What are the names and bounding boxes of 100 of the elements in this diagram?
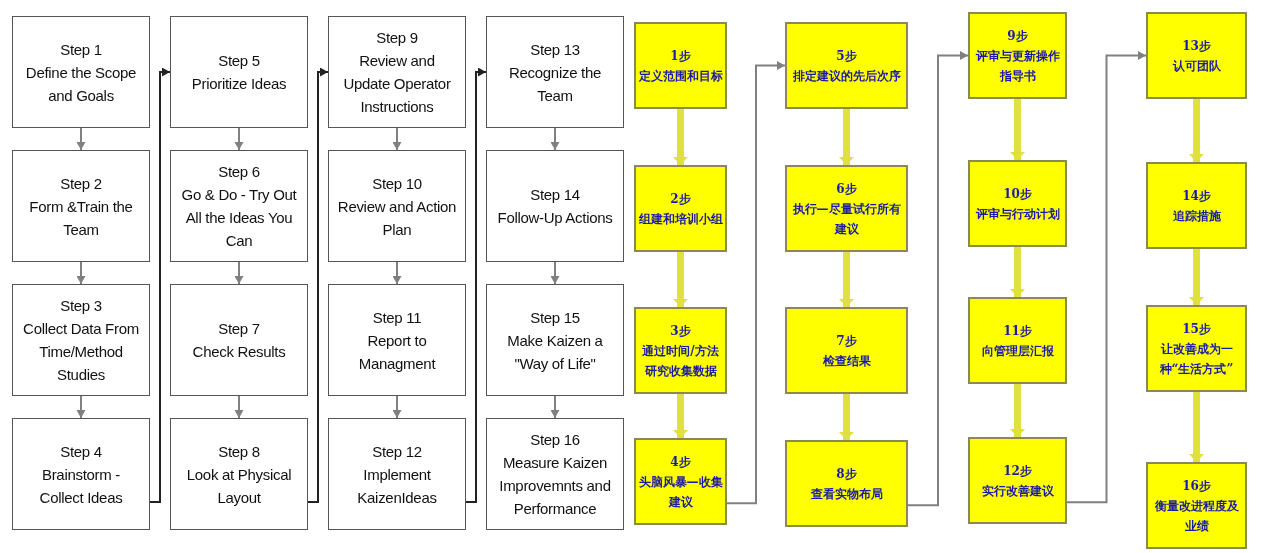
step-number: 12步 xyxy=(1003,462,1032,480)
arrow xyxy=(842,109,851,165)
arrow xyxy=(393,127,401,151)
step-description: Check Results xyxy=(192,342,286,362)
arrow xyxy=(465,68,487,503)
arrow xyxy=(235,127,243,151)
step-description: Implement KaizenIdeas xyxy=(356,464,438,508)
step-number: 6步 xyxy=(836,180,857,198)
arrow xyxy=(235,261,243,285)
step-description: 头脑风暴—收集建议 xyxy=(638,473,723,511)
process-box xyxy=(12,284,150,396)
step-number: 8步 xyxy=(836,465,857,483)
step-number: 16步 xyxy=(1182,477,1211,495)
step-description: 追踪措施 xyxy=(1172,207,1221,225)
step-description: 定义范围和目标 xyxy=(638,67,723,85)
step-description: Collect Data From Time/Method Studies xyxy=(22,319,140,385)
process-box xyxy=(785,22,908,109)
step-number: 14步 xyxy=(1182,187,1211,205)
arrow xyxy=(1192,392,1201,462)
step-description: 认可团队 xyxy=(1172,57,1221,75)
process-box xyxy=(634,165,727,252)
step-description: 通过时间/方法研究收集数据 xyxy=(641,342,720,380)
step-description: 排定建议的先后次序 xyxy=(792,67,901,85)
process-box xyxy=(634,438,727,525)
step-number: 10步 xyxy=(1003,185,1032,203)
step-number: Step 7 xyxy=(218,319,260,339)
process-box xyxy=(486,150,624,262)
step-description: 评审与行动计划 xyxy=(975,205,1060,223)
step-number: Step 1 xyxy=(60,39,102,60)
process-box xyxy=(328,16,466,128)
arrow xyxy=(907,51,969,507)
process-box xyxy=(968,160,1067,247)
step-number: 7步 xyxy=(836,332,857,350)
process-box xyxy=(328,418,466,530)
step-description: Make Kaizen a "Way of Life" xyxy=(506,330,604,374)
process-box xyxy=(1146,162,1247,249)
arrow xyxy=(307,68,329,503)
step-number: 3步 xyxy=(670,322,691,340)
step-number: 11步 xyxy=(1003,322,1032,340)
step-description: Look at Physical Layout xyxy=(185,464,293,508)
step-number: 1步 xyxy=(670,47,691,65)
arrow xyxy=(1013,247,1022,297)
process-box xyxy=(968,437,1067,524)
arrow xyxy=(676,252,685,307)
process-box xyxy=(12,418,150,530)
step-description: Measure Kaizen Improvemnts and Performance xyxy=(498,453,612,519)
process-box xyxy=(1146,12,1247,99)
process-box xyxy=(486,16,624,128)
step-number: 9步 xyxy=(1007,27,1028,45)
arrow xyxy=(676,109,685,165)
step-number: 2步 xyxy=(670,190,691,208)
step-description: 让改善成为一种“生活方式” xyxy=(1158,340,1235,378)
step-number: Step 10 xyxy=(372,173,422,194)
arrow xyxy=(1066,51,1147,504)
step-number: Step 3 xyxy=(60,296,102,316)
arrow xyxy=(551,127,559,151)
step-number: Step 15 xyxy=(530,307,580,328)
step-description: Report to Managment xyxy=(357,330,437,374)
process-box xyxy=(1146,462,1247,549)
process-box xyxy=(12,16,150,128)
process-box xyxy=(328,284,466,396)
process-box xyxy=(328,150,466,262)
arrow xyxy=(393,395,401,419)
arrow xyxy=(1192,99,1201,162)
process-box xyxy=(785,440,908,527)
arrow xyxy=(77,127,85,151)
step-description: 执行—尽量试行所有建议 xyxy=(791,200,902,238)
step-number: Step 11 xyxy=(372,307,422,328)
arrow xyxy=(1192,249,1201,305)
process-box xyxy=(170,16,308,128)
step-description: Go & Do - Try Out All the Ideas You Can xyxy=(180,185,298,251)
step-description: Prioritize Ideas xyxy=(191,74,287,94)
step-description: Recognize the Team xyxy=(508,62,602,106)
step-description: 组建和培训小组 xyxy=(638,210,723,228)
step-number: 15步 xyxy=(1182,320,1211,338)
arrow xyxy=(77,395,85,419)
step-number: Step 5 xyxy=(218,51,260,71)
step-number: 4步 xyxy=(670,453,691,471)
process-box xyxy=(486,418,624,530)
arrow xyxy=(842,394,851,440)
process-box xyxy=(968,12,1067,99)
arrow xyxy=(1013,99,1022,160)
step-number: Step 9 xyxy=(376,28,418,48)
step-description: Brainstorm - Collect Ideas xyxy=(38,464,124,508)
step-number: Step 8 xyxy=(218,441,260,462)
arrow xyxy=(726,61,786,505)
step-number: Step 6 xyxy=(218,162,260,182)
step-description: 衡量改进程度及业绩 xyxy=(1153,497,1240,535)
process-box xyxy=(785,165,908,252)
process-box xyxy=(634,307,727,394)
process-box xyxy=(785,307,908,394)
process-box xyxy=(170,284,308,396)
arrow xyxy=(551,395,559,419)
arrow xyxy=(77,261,85,285)
process-box xyxy=(12,150,150,262)
step-number: Step 4 xyxy=(60,441,102,462)
step-description: 查看实物布局 xyxy=(810,485,883,503)
step-description: Form &Train the Team xyxy=(28,196,134,240)
arrow xyxy=(393,261,401,285)
process-box xyxy=(170,418,308,530)
